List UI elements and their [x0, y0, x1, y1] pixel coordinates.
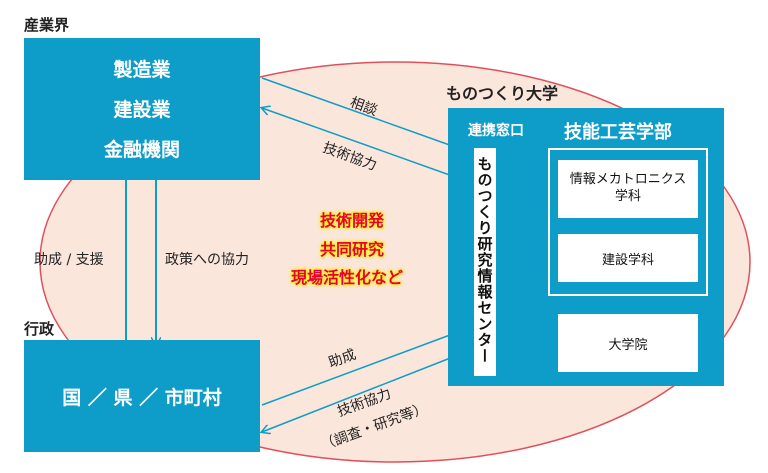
arrow-tech-coop-industry: [262, 108, 459, 179]
industry-item-construction: 建設業: [113, 98, 171, 121]
industry-box: 製造業 建設業 金融機関: [24, 38, 260, 180]
government-section-label: 行政: [24, 320, 55, 338]
industry-item-manufacturing: 製造業: [113, 58, 171, 81]
department-construction: 建設学科: [558, 234, 698, 282]
faculty-title: 技能工芸学部: [564, 122, 672, 143]
graduate-school: 大学院: [558, 314, 698, 372]
university-box: 連携窓口 ものつくり研究情報センター 技能工芸学部 情報メカトロニクス 学科 建…: [448, 108, 724, 386]
graduate-school-label: 大学院: [608, 337, 648, 353]
industry-section-label: 産業界: [24, 16, 70, 34]
department-construction-label: 建設学科: [601, 252, 654, 268]
department-info-mechatronics-label: 情報メカトロニクス 学科: [569, 172, 687, 204]
arrow-consultation: [261, 77, 458, 148]
activity-tech-development: 技術開発: [320, 211, 385, 230]
department-info-mechatronics: 情報メカトロニクス 学科: [558, 160, 698, 218]
label-policy-coop: 政策への協力: [165, 252, 249, 268]
arrow-tech-coop-gov: [262, 354, 459, 432]
industry-item-finance: 金融機関: [103, 138, 180, 161]
research-center-label: ものつくり研究情報センター: [475, 156, 494, 364]
government-text: 国 ／ 県 ／ 市町村: [62, 386, 222, 409]
research-center-box: ものつくり研究情報センター: [474, 148, 496, 376]
university-title: ものつくり大学: [446, 84, 559, 103]
label-subsidy-support: 助成 / 支援: [34, 252, 104, 268]
activity-joint-research: 共同研究: [320, 240, 385, 259]
activity-site-revitalization: 現場活性化など: [291, 268, 404, 287]
arrow-subsidy: [261, 332, 458, 406]
government-box: 国 ／ 県 ／ 市町村: [24, 340, 260, 452]
contact-window-label: 連携窓口: [468, 123, 524, 139]
faculty-frame: [548, 148, 708, 296]
